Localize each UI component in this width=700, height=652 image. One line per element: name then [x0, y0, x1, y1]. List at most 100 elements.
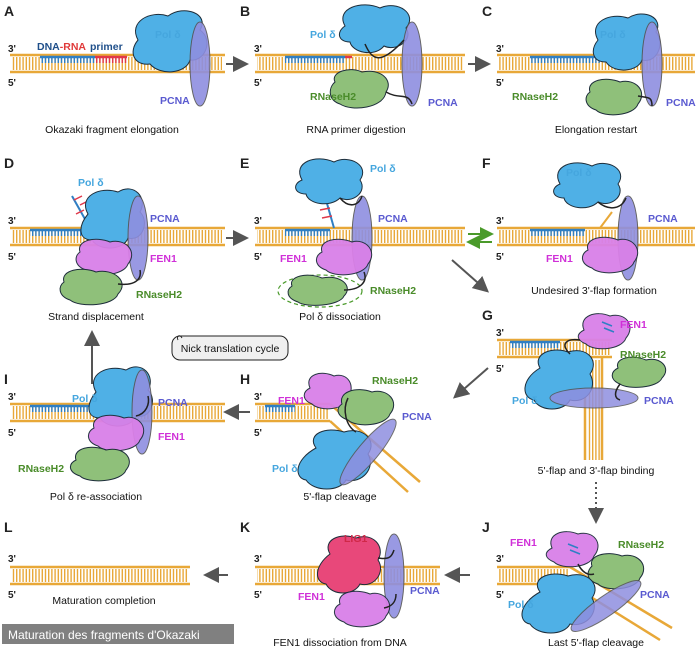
pcna-label-f: PCNA — [648, 213, 678, 225]
pol-delta-label-d: Pol δ — [78, 177, 104, 189]
dissociation-highlight-e — [277, 274, 363, 308]
three-prime-label-c: 3' — [496, 44, 504, 55]
flap-in-fen1-g — [601, 321, 615, 333]
linker-g-2 — [614, 383, 621, 401]
fen1-protein-f — [582, 236, 639, 274]
rnaseh2-label-d: RNaseH2 — [136, 289, 182, 301]
five-prime-label-i: 5' — [8, 428, 16, 439]
panel-letter-f: F — [482, 155, 491, 171]
caption-j: Last 5'-flap cleavage — [548, 637, 644, 649]
five-prime-label-f: 5' — [496, 252, 504, 263]
panel-letter-d: D — [4, 155, 14, 171]
fen1-label-h: FEN1 — [278, 395, 305, 407]
pcna-ring-k — [383, 533, 405, 619]
panel-k: K 3' 5' LIG1 PCNA FEN1 FEN1 dissociation… — [240, 519, 440, 649]
pcna-ring-d — [127, 195, 149, 281]
dna-duplex-j — [497, 565, 570, 586]
five-prime-label-j: 5' — [496, 590, 504, 601]
three-prime-flap-f — [599, 211, 613, 229]
pol-delta-protein-e — [295, 158, 363, 205]
arrow-e-to-g — [451, 259, 489, 293]
panel-e: E 3' 5' Pol δ PCNA FEN1 RNaseH2 Pol δ di… — [240, 155, 465, 323]
watermark-label: Maturation des fragments d'Okazaki — [8, 628, 200, 642]
dna-duplex-h — [255, 402, 330, 423]
panel-letter-e: E — [240, 155, 249, 171]
three-prime-label-a: 3' — [8, 44, 16, 55]
pol-delta-protein-f — [553, 162, 621, 209]
fen1-label-d: FEN1 — [150, 253, 177, 265]
five-prime-label-d: 5' — [8, 252, 16, 263]
caption-k: FEN1 dissociation from DNA — [273, 637, 407, 649]
panel-j: J 3' 5' FEN1 RNaseH2 Pol δ PCNA Last 5'-… — [482, 519, 673, 649]
caption-f: Undesired 3'-flap formation — [531, 285, 657, 297]
pol-delta-label-c: Pol δ — [600, 29, 626, 41]
dna-duplex-b — [255, 53, 465, 74]
caption-d: Strand displacement — [48, 311, 144, 323]
rna-label: RNA — [63, 41, 86, 53]
linker-g-1 — [564, 338, 581, 355]
linker-h — [344, 397, 357, 433]
equilibrium-arrows-e-f — [466, 227, 494, 249]
nick-translation-cycle-label: Nick translation cycle — [181, 343, 280, 355]
rnaseh2-label-b: RNaseH2 — [310, 91, 356, 103]
three-prime-label-e: 3' — [254, 216, 262, 227]
pcna-label-b: PCNA — [428, 97, 458, 109]
panel-letter-h: H — [240, 371, 250, 387]
caption-h: 5'-flap cleavage — [303, 491, 376, 503]
fen1-label-i: FEN1 — [158, 431, 185, 443]
pcna-ring-a — [189, 21, 211, 107]
flap-in-fen1-j — [567, 543, 581, 555]
pol-delta-label-h: Pol δ — [272, 463, 298, 475]
three-prime-label-f: 3' — [496, 216, 504, 227]
linker-b-1 — [364, 39, 405, 59]
linker-b-2 — [385, 91, 413, 105]
caption-a: Okazaki fragment elongation — [45, 124, 179, 136]
panel-d: D 3' 5' Pol δ PCNA FEN1 RNaseH2 Strand d… — [4, 155, 225, 323]
linker-c — [637, 95, 653, 107]
five-prime-label-k: 5' — [254, 590, 262, 601]
dna-duplex-f — [497, 226, 695, 247]
panel-letter-a: A — [4, 3, 14, 19]
pol-delta-label-i: Pol δ — [72, 393, 98, 405]
linker-k-2 — [383, 593, 397, 609]
pcna-label-i: PCNA — [158, 397, 188, 409]
panel-letter-i: I — [4, 371, 8, 387]
dna-duplex-l — [10, 565, 190, 586]
caption-g: 5'-flap and 3'-flap binding — [538, 465, 655, 477]
panel-letter-l: L — [4, 519, 13, 535]
three-prime-label-h: 3' — [254, 392, 262, 403]
panel-letter-b: B — [240, 3, 250, 19]
linker-e-1 — [339, 195, 363, 206]
linker-i — [135, 395, 150, 417]
pcna-ring-j — [570, 580, 642, 632]
rnaseh2-protein-e — [287, 274, 348, 306]
panel-i: I 3' 5' Pol δ PCNA FEN1 RNaseH2 Pol δ re… — [4, 366, 225, 503]
rnaseh2-label-e: RNaseH2 — [370, 285, 416, 297]
rnaseh2-protein-h — [337, 389, 395, 426]
linker-j — [577, 563, 595, 576]
five-prime-label-b: 5' — [254, 78, 262, 89]
pcna-ring-c — [641, 21, 663, 107]
pcna-label-c: PCNA — [666, 97, 696, 109]
caption-c: Elongation restart — [555, 124, 637, 136]
dna-label: DNA — [37, 41, 60, 53]
pol-delta-label-j: Pol δ — [508, 599, 534, 611]
linker-d — [117, 269, 142, 286]
pol-delta-label-f: Pol δ — [566, 167, 592, 179]
panel-letter-g: G — [482, 307, 493, 323]
three-prime-label-j: 3' — [496, 554, 504, 565]
linker-k-1 — [377, 549, 395, 560]
pol-delta-label-b: Pol δ — [310, 29, 336, 41]
caption-b: RNA primer digestion — [306, 124, 405, 136]
pcna-label-a: PCNA — [160, 95, 190, 107]
panel-b: B 3' 5' Pol δ RNaseH2 PCNA RNA primer di… — [240, 3, 465, 136]
three-prime-label-l: 3' — [8, 554, 16, 565]
panel-letter-k: K — [240, 519, 250, 535]
linker-e-2 — [343, 271, 366, 291]
displaced-flap-e — [325, 199, 335, 229]
pol-delta-label-e: Pol δ — [370, 163, 396, 175]
caption-e: Pol δ dissociation — [299, 311, 381, 323]
pcna-label-k: PCNA — [410, 585, 440, 597]
